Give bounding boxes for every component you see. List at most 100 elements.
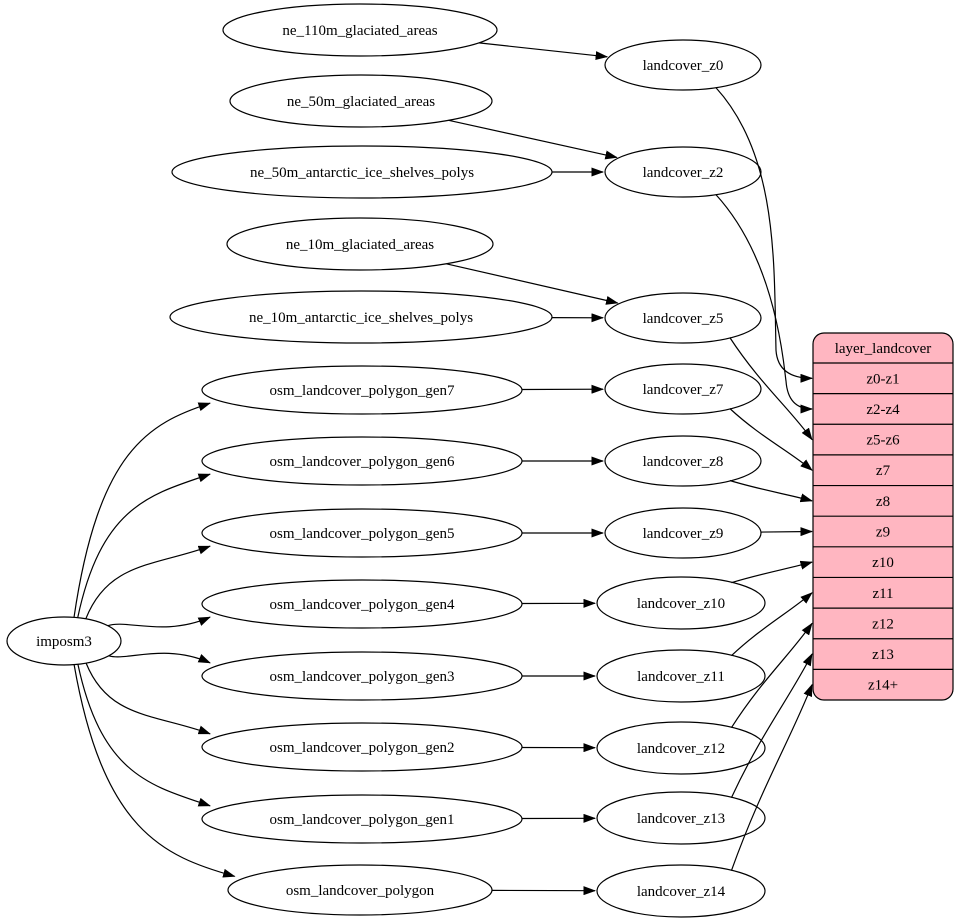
node-landcover_z14: landcover_z14 bbox=[596, 864, 766, 918]
node-ellipse bbox=[604, 507, 762, 559]
node-label: osm_landcover_polygon_gen6 bbox=[270, 454, 455, 470]
node-ellipse bbox=[201, 794, 523, 844]
node-ne_10m_glaciated_areas: ne_10m_glaciated_areas bbox=[226, 217, 494, 271]
record-row-z12: z12 bbox=[872, 616, 894, 632]
node-landcover_z5: landcover_z5 bbox=[604, 292, 762, 344]
node-ellipse bbox=[596, 721, 766, 775]
node-label: landcover_z8 bbox=[643, 454, 724, 470]
node-label: landcover_z14 bbox=[637, 884, 726, 900]
edge-imposm3-to-osm_landcover_polygon bbox=[73, 664, 236, 878]
record-row-z8: z8 bbox=[876, 494, 890, 510]
node-label: landcover_z9 bbox=[643, 526, 724, 542]
node-ellipse bbox=[222, 3, 498, 57]
node-landcover_z8: landcover_z8 bbox=[604, 435, 762, 487]
node-label: landcover_z10 bbox=[637, 596, 725, 612]
node-imposm3: imposm3 bbox=[6, 616, 122, 666]
node-ne_110m_glaciated_areas: ne_110m_glaciated_areas bbox=[222, 3, 498, 57]
edge-landcover_z12-to-z12 bbox=[730, 622, 813, 729]
edge-imposm3-to-osm_landcover_polygon_gen1 bbox=[77, 664, 211, 807]
edge-landcover_z0-to-z0-z1 bbox=[715, 87, 813, 383]
edge-landcover_z13-to-z13 bbox=[730, 653, 813, 798]
node-ellipse bbox=[604, 146, 762, 198]
edges-layer bbox=[73, 42, 813, 896]
node-ellipse bbox=[169, 290, 553, 344]
node-label: osm_landcover_polygon_gen4 bbox=[270, 597, 455, 613]
edge-landcover_z9-to-z9 bbox=[760, 527, 813, 537]
node-label: landcover_z11 bbox=[637, 669, 725, 685]
node-label: landcover_z0 bbox=[643, 58, 724, 74]
node-label: ne_50m_antarctic_ice_shelves_polys bbox=[250, 165, 474, 181]
edge-imposm3-to-osm_landcover_polygon_gen7 bbox=[73, 402, 211, 618]
node-ellipse bbox=[596, 864, 766, 918]
node-ellipse bbox=[201, 579, 523, 629]
record-row-z0-z1: z0-z1 bbox=[866, 371, 899, 387]
node-ellipse bbox=[6, 616, 122, 666]
node-landcover_z0: landcover_z0 bbox=[604, 39, 762, 91]
node-label: osm_landcover_polygon bbox=[286, 883, 435, 899]
record-row-z10: z10 bbox=[872, 555, 894, 571]
node-ne_10m_antarctic_ice_shelves_polys: ne_10m_antarctic_ice_shelves_polys bbox=[169, 290, 553, 344]
node-ellipse bbox=[226, 217, 494, 271]
record-row-z9: z9 bbox=[876, 525, 890, 541]
record-node-layer_landcover: layer_landcoverz0-z1z2-z4z5-z6z7z8z9z10z… bbox=[812, 332, 954, 701]
edge-imposm3-to-osm_landcover_polygon_gen4 bbox=[107, 616, 211, 628]
edge-landcover_z11-to-z11 bbox=[730, 592, 813, 657]
node-landcover_z10: landcover_z10 bbox=[596, 576, 766, 630]
node-ellipse bbox=[227, 864, 493, 916]
node-label: osm_landcover_polygon_gen1 bbox=[270, 812, 455, 828]
edge-landcover_z2-to-z2-z4 bbox=[715, 194, 813, 414]
record-row-z11: z11 bbox=[872, 586, 893, 602]
node-label: osm_landcover_polygon_gen5 bbox=[270, 526, 455, 542]
node-label: ne_10m_antarctic_ice_shelves_polys bbox=[249, 310, 473, 326]
node-landcover_z13: landcover_z13 bbox=[596, 791, 766, 845]
node-label: ne_50m_glaciated_areas bbox=[287, 94, 435, 110]
edge-ne_10m_glaciated_areas-to-landcover_z5 bbox=[446, 263, 619, 305]
edge-ne_110m_glaciated_areas-to-landcover_z0 bbox=[478, 42, 609, 61]
record-row-z13: z13 bbox=[872, 647, 894, 663]
node-ellipse bbox=[596, 649, 766, 703]
node-osm_landcover_polygon_gen5: osm_landcover_polygon_gen5 bbox=[201, 508, 523, 558]
edge-landcover_z10-to-z10 bbox=[731, 560, 813, 584]
edge-landcover_z7-to-z7 bbox=[729, 408, 813, 471]
node-label: landcover_z5 bbox=[643, 311, 724, 327]
node-osm_landcover_polygon: osm_landcover_polygon bbox=[227, 864, 493, 916]
node-ellipse bbox=[596, 791, 766, 845]
node-ellipse bbox=[201, 365, 523, 415]
node-osm_landcover_polygon_gen1: osm_landcover_polygon_gen1 bbox=[201, 794, 523, 844]
edge-imposm3-to-osm_landcover_polygon_gen5 bbox=[85, 545, 211, 620]
node-label: landcover_z12 bbox=[637, 741, 725, 757]
edge-landcover_z14-to-z14+ bbox=[730, 683, 813, 871]
nodes-layer: imposm3 ne_110m_glaciated_areas ne_50m_gla… bbox=[6, 3, 954, 918]
node-osm_landcover_polygon_gen4: osm_landcover_polygon_gen4 bbox=[201, 579, 523, 629]
node-label: osm_landcover_polygon_gen3 bbox=[270, 669, 455, 685]
node-ellipse bbox=[604, 39, 762, 91]
node-label: landcover_z7 bbox=[643, 382, 724, 398]
node-landcover_z7: landcover_z7 bbox=[604, 363, 762, 415]
node-osm_landcover_polygon_gen2: osm_landcover_polygon_gen2 bbox=[201, 722, 523, 772]
node-ellipse bbox=[604, 435, 762, 487]
record-row-z7: z7 bbox=[876, 463, 891, 479]
record-row-z14+: z14+ bbox=[868, 678, 898, 694]
node-ellipse bbox=[229, 74, 493, 128]
node-ellipse bbox=[596, 576, 766, 630]
node-osm_landcover_polygon_gen7: osm_landcover_polygon_gen7 bbox=[201, 365, 523, 415]
edge-landcover_z5-to-z5-z6 bbox=[729, 337, 813, 441]
node-label: ne_10m_glaciated_areas bbox=[286, 237, 434, 253]
node-landcover_z2: landcover_z2 bbox=[604, 146, 762, 198]
node-label: imposm3 bbox=[36, 634, 92, 650]
node-landcover_z9: landcover_z9 bbox=[604, 507, 762, 559]
node-osm_landcover_polygon_gen6: osm_landcover_polygon_gen6 bbox=[201, 436, 523, 486]
node-ellipse bbox=[604, 363, 762, 415]
record-row-z5-z6: z5-z6 bbox=[866, 433, 900, 449]
node-landcover_z11: landcover_z11 bbox=[596, 649, 766, 703]
record-row-z2-z4: z2-z4 bbox=[866, 402, 900, 418]
node-label: landcover_z2 bbox=[643, 165, 724, 181]
edge-ne_50m_glaciated_areas-to-landcover_z2 bbox=[448, 119, 618, 160]
node-label: landcover_z13 bbox=[637, 811, 725, 827]
node-ne_50m_antarctic_ice_shelves_polys: ne_50m_antarctic_ice_shelves_polys bbox=[171, 145, 553, 199]
edge-imposm3-to-osm_landcover_polygon_gen6 bbox=[77, 473, 211, 618]
node-osm_landcover_polygon_gen3: osm_landcover_polygon_gen3 bbox=[201, 651, 523, 701]
node-ne_50m_glaciated_areas: ne_50m_glaciated_areas bbox=[229, 74, 493, 128]
